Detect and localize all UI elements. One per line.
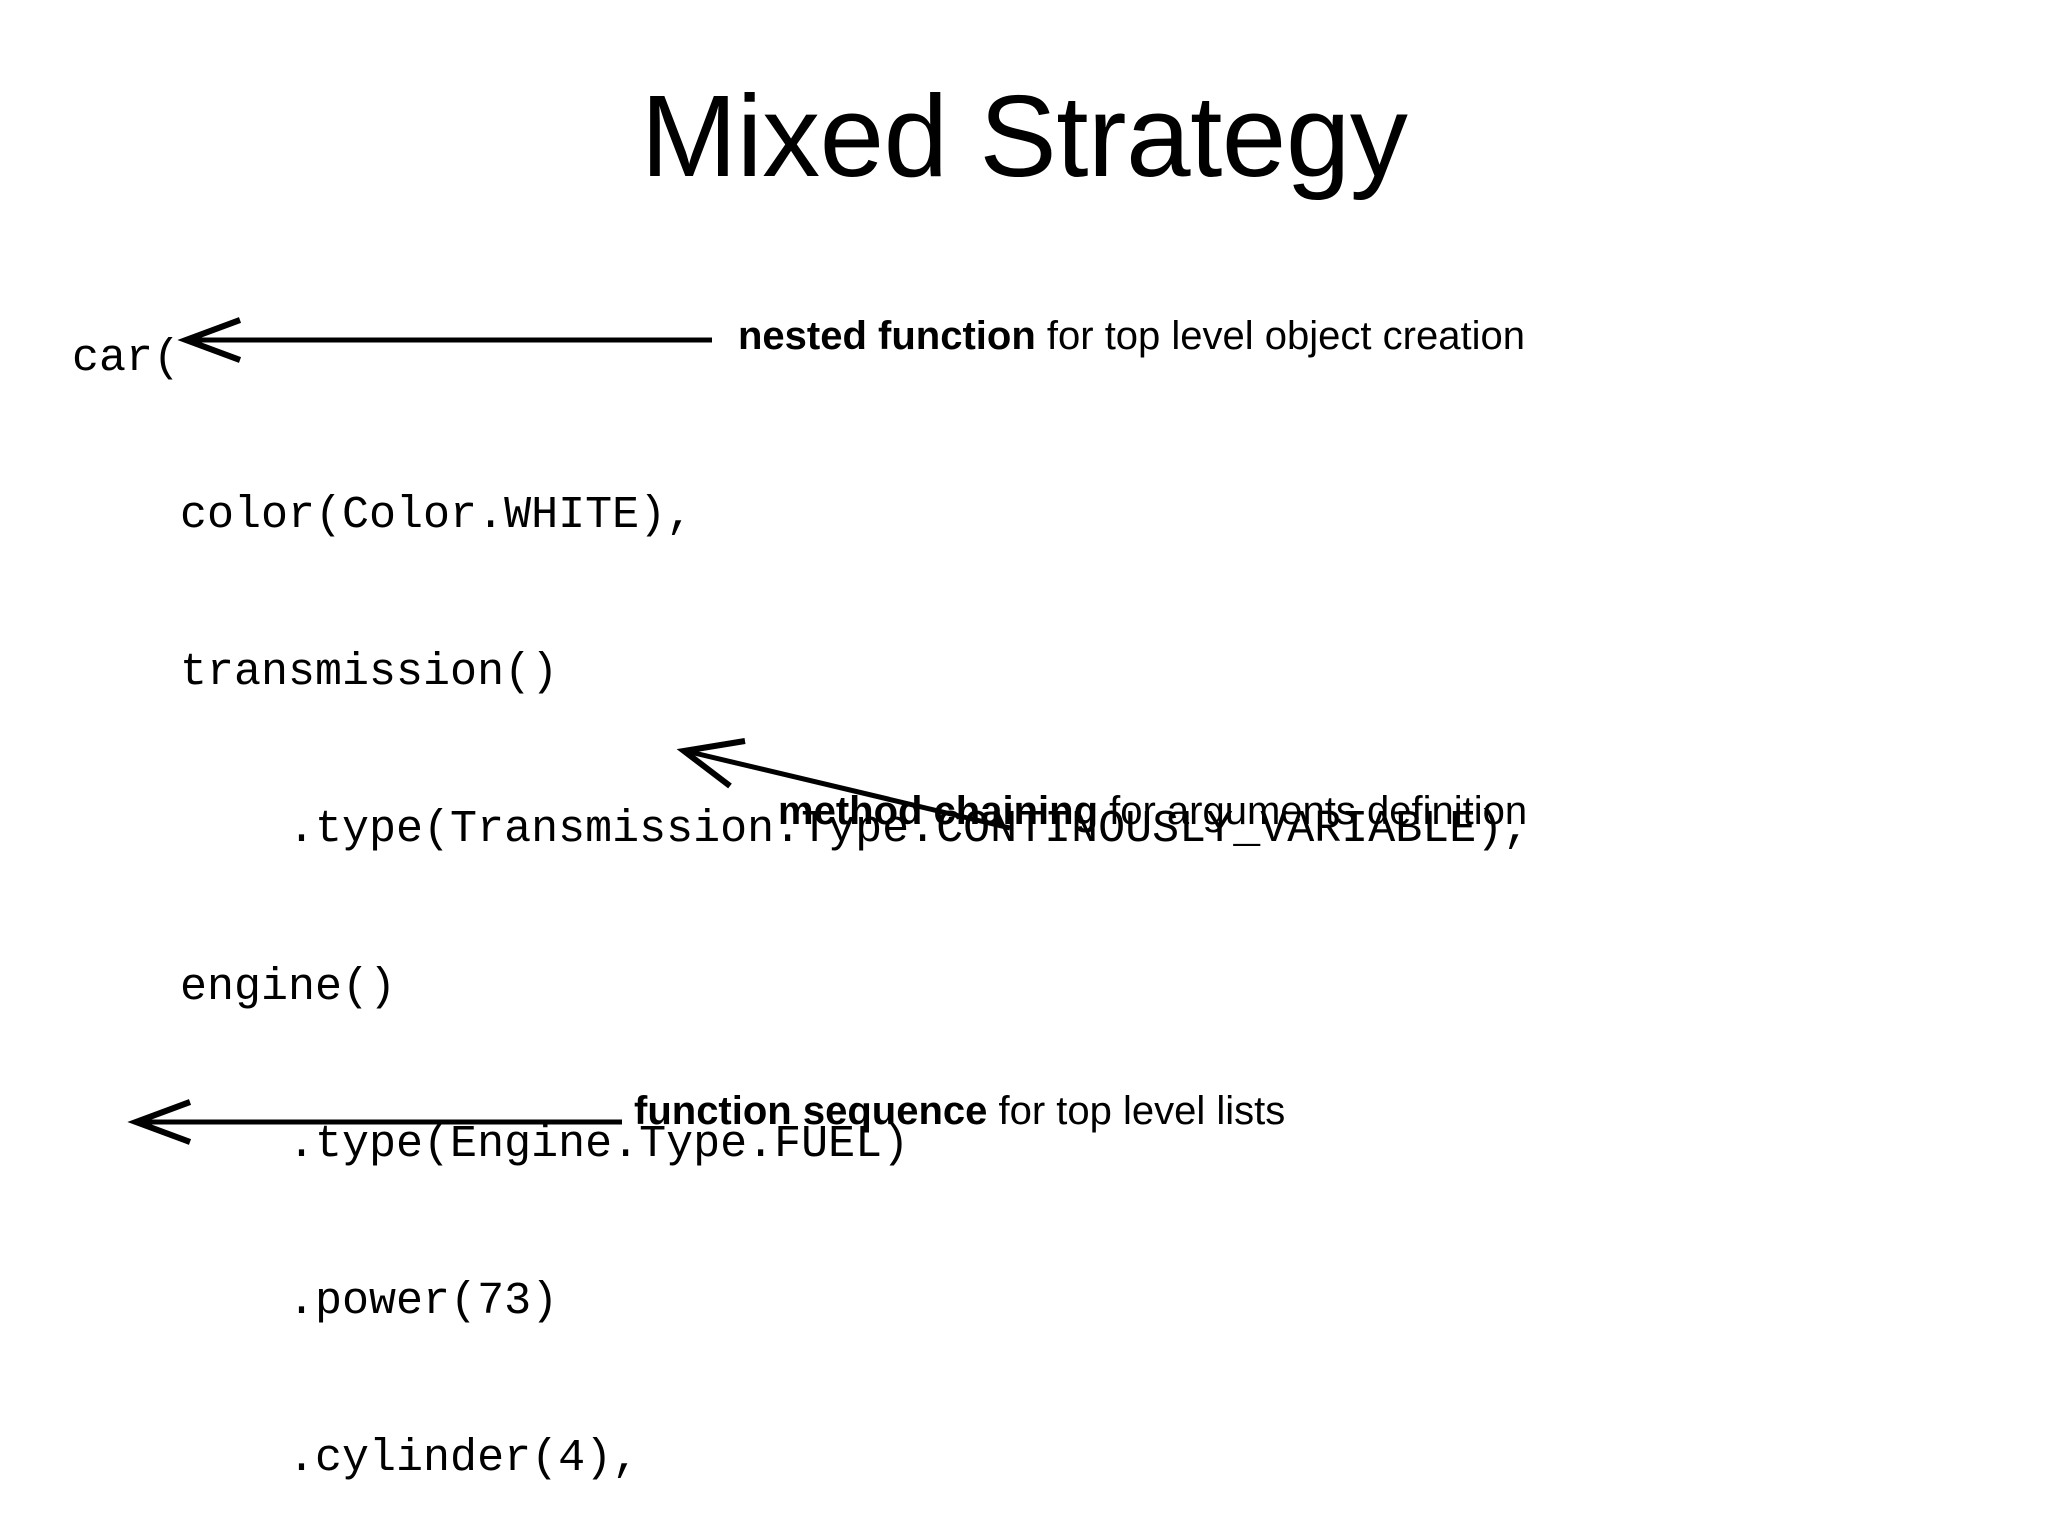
annotation-function-sequence-rest: for top level lists [987,1089,1286,1133]
annotation-nested-function-strong: nested function [738,314,1036,358]
page-title: Mixed Strategy [640,71,1408,201]
code-line: engine() [72,961,397,1013]
annotation-function-sequence: function sequence for top level lists [634,1087,1285,1135]
annotation-method-chaining-strong: method chaining [778,789,1098,833]
code-line: .cylinder(4), [72,1433,640,1485]
annotation-nested-function-rest: for top level object creation [1035,314,1525,358]
annotation-method-chaining: method chaining for arguments definition [778,787,1527,835]
annotation-function-sequence-strong: function sequence [634,1089,988,1133]
code-line: color(Color.WHITE), [72,490,694,542]
annotation-method-chaining-rest: for arguments definition [1098,789,1528,833]
annotation-nested-function: nested function for top level object cre… [738,312,1525,360]
code-line: .type(Engine.Type.FUEL) [72,1118,910,1170]
code-line: transmission() [72,647,559,699]
code-block: car( color(Color.WHITE), transmission() … [72,228,1530,1536]
code-line: .power(73) [72,1276,559,1328]
code-line: car( [72,332,181,384]
